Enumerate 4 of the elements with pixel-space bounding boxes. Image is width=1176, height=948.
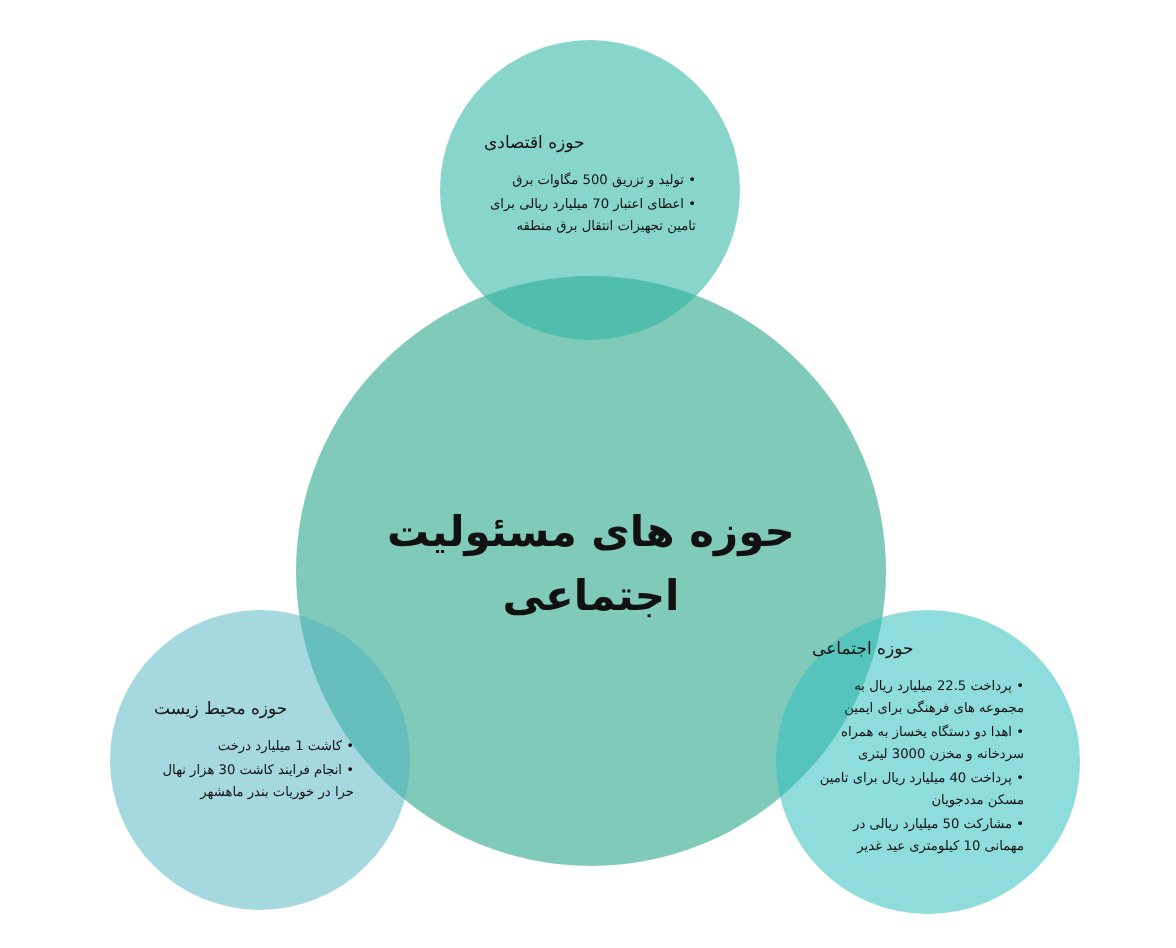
circle-heading: حوزه اجتماعی <box>812 638 916 662</box>
center-title: حوزه های مسئولیت اجتماعی <box>385 506 797 624</box>
circle-heading: حوزه محیط زیست <box>154 698 290 722</box>
circle-heading: حوزه اقتصادی <box>484 132 587 156</box>
